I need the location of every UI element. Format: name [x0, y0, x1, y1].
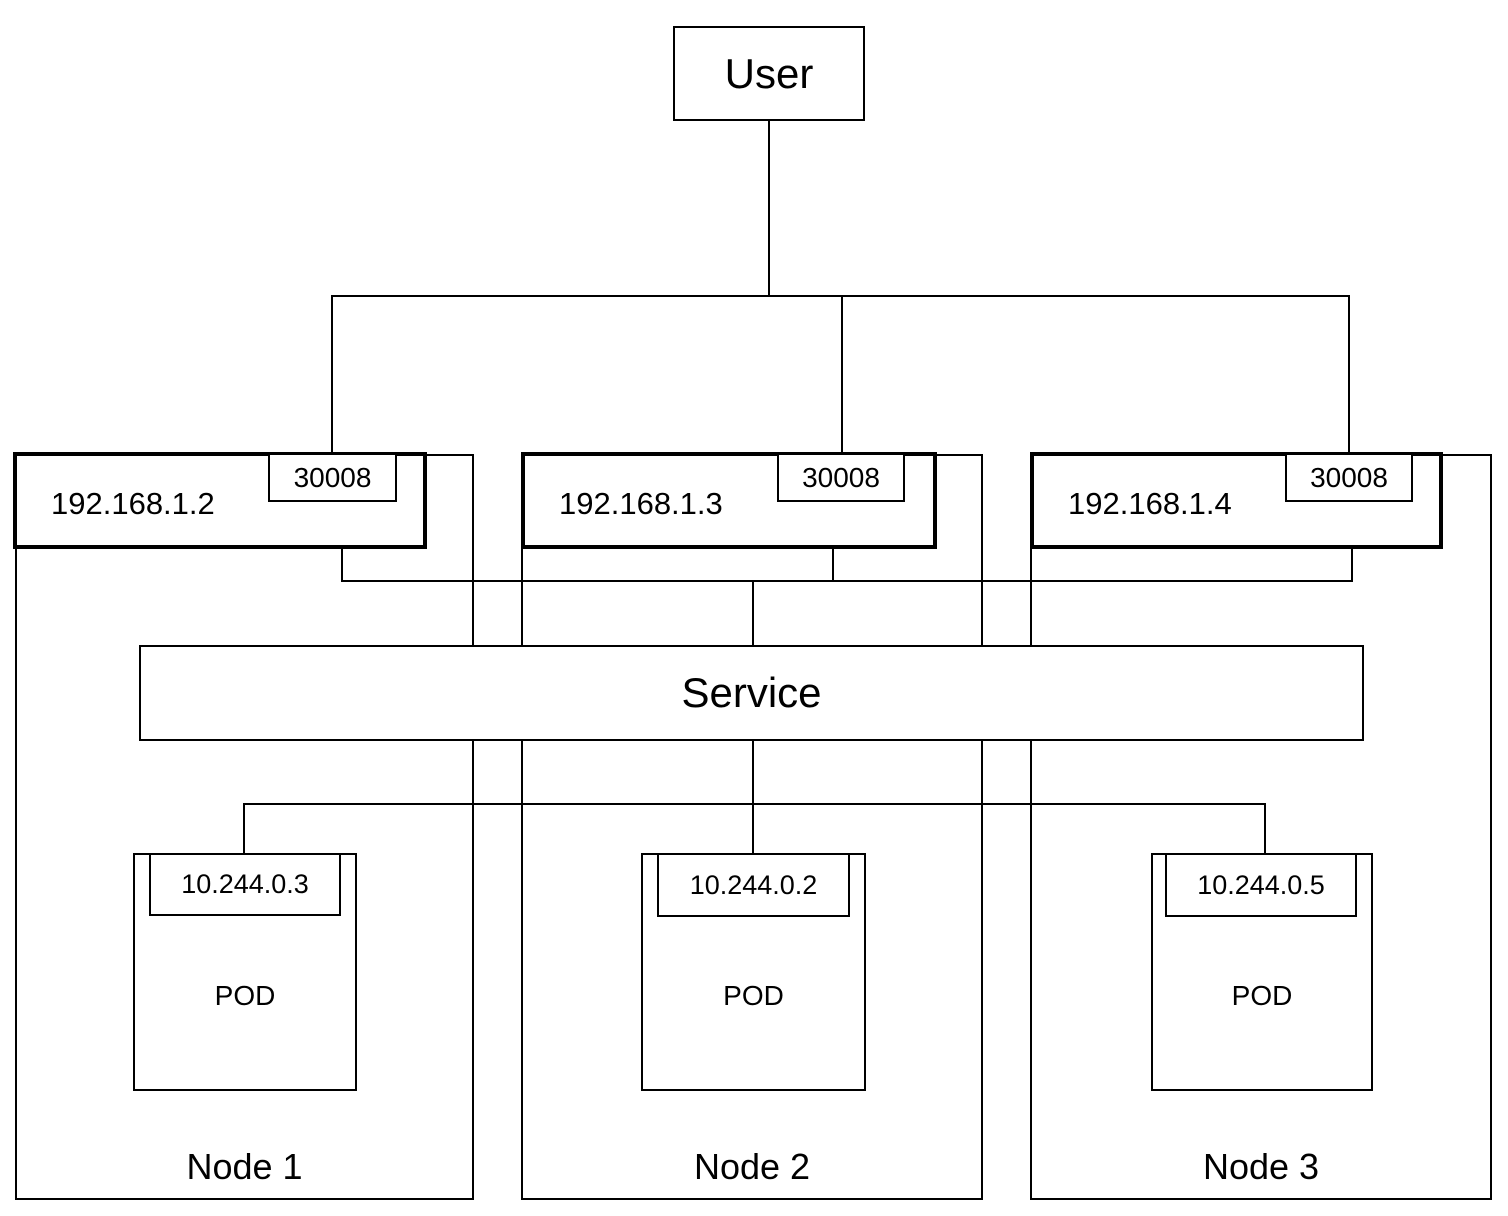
- pod-1-label: POD: [214, 980, 276, 1011]
- connector-branch-horizontal: [331, 295, 1350, 297]
- pod-2-ip-label: 10.244.0.2: [689, 869, 818, 900]
- connector-branch-to-node-2: [841, 295, 843, 455]
- node-2-port-box: 30008: [777, 453, 905, 502]
- node-2-port-label: 30008: [802, 461, 880, 493]
- connector-bus-to-pod-3: [1264, 803, 1266, 855]
- service-bus-horizontal: [341, 580, 1353, 582]
- pod-bus-horizontal: [243, 803, 1266, 805]
- user-label: User: [724, 49, 814, 97]
- connector-node-3-to-service-bus: [1351, 546, 1353, 582]
- service-box: Service: [139, 645, 1364, 741]
- pod-1-ip-label: 10.244.0.3: [181, 869, 309, 899]
- connector-branch-to-node-1: [331, 295, 333, 455]
- node-3-label: Node 3: [1202, 1146, 1320, 1187]
- pod-3-label: POD: [1231, 980, 1293, 1011]
- connector-node-1-to-service-bus: [341, 546, 343, 582]
- pod-3-ip-box: 10.244.0.5: [1165, 853, 1357, 917]
- service-label: Service: [681, 669, 822, 716]
- pod-3-ip-label: 10.244.0.5: [1197, 869, 1325, 900]
- user-box: User: [673, 26, 865, 121]
- pod-2-label: POD: [723, 980, 784, 1011]
- connector-user-to-branch: [768, 120, 770, 296]
- connector-node-2-to-service-bus: [832, 546, 834, 582]
- pod-1-ip-box: 10.244.0.3: [149, 853, 341, 916]
- connector-bus-to-service: [752, 580, 754, 647]
- pod-2-ip-box: 10.244.0.2: [657, 853, 850, 917]
- node-1-port-box: 30008: [268, 453, 397, 502]
- node-1-label: Node 1: [186, 1146, 303, 1187]
- node-1-port-label: 30008: [293, 461, 372, 493]
- node-3-ip-label: 192.168.1.4: [1068, 485, 1232, 521]
- node-2-ip-label: 192.168.1.3: [559, 485, 723, 521]
- node-1-ip-label: 192.168.1.2: [51, 485, 215, 521]
- connector-service-to-pod-bus: [752, 739, 754, 855]
- connector-bus-to-pod-1: [243, 803, 245, 855]
- connector-branch-to-node-3: [1348, 295, 1350, 455]
- node-2-label: Node 2: [693, 1146, 811, 1187]
- node-3-port-label: 30008: [1310, 461, 1388, 493]
- node-3-port-box: 30008: [1285, 453, 1413, 502]
